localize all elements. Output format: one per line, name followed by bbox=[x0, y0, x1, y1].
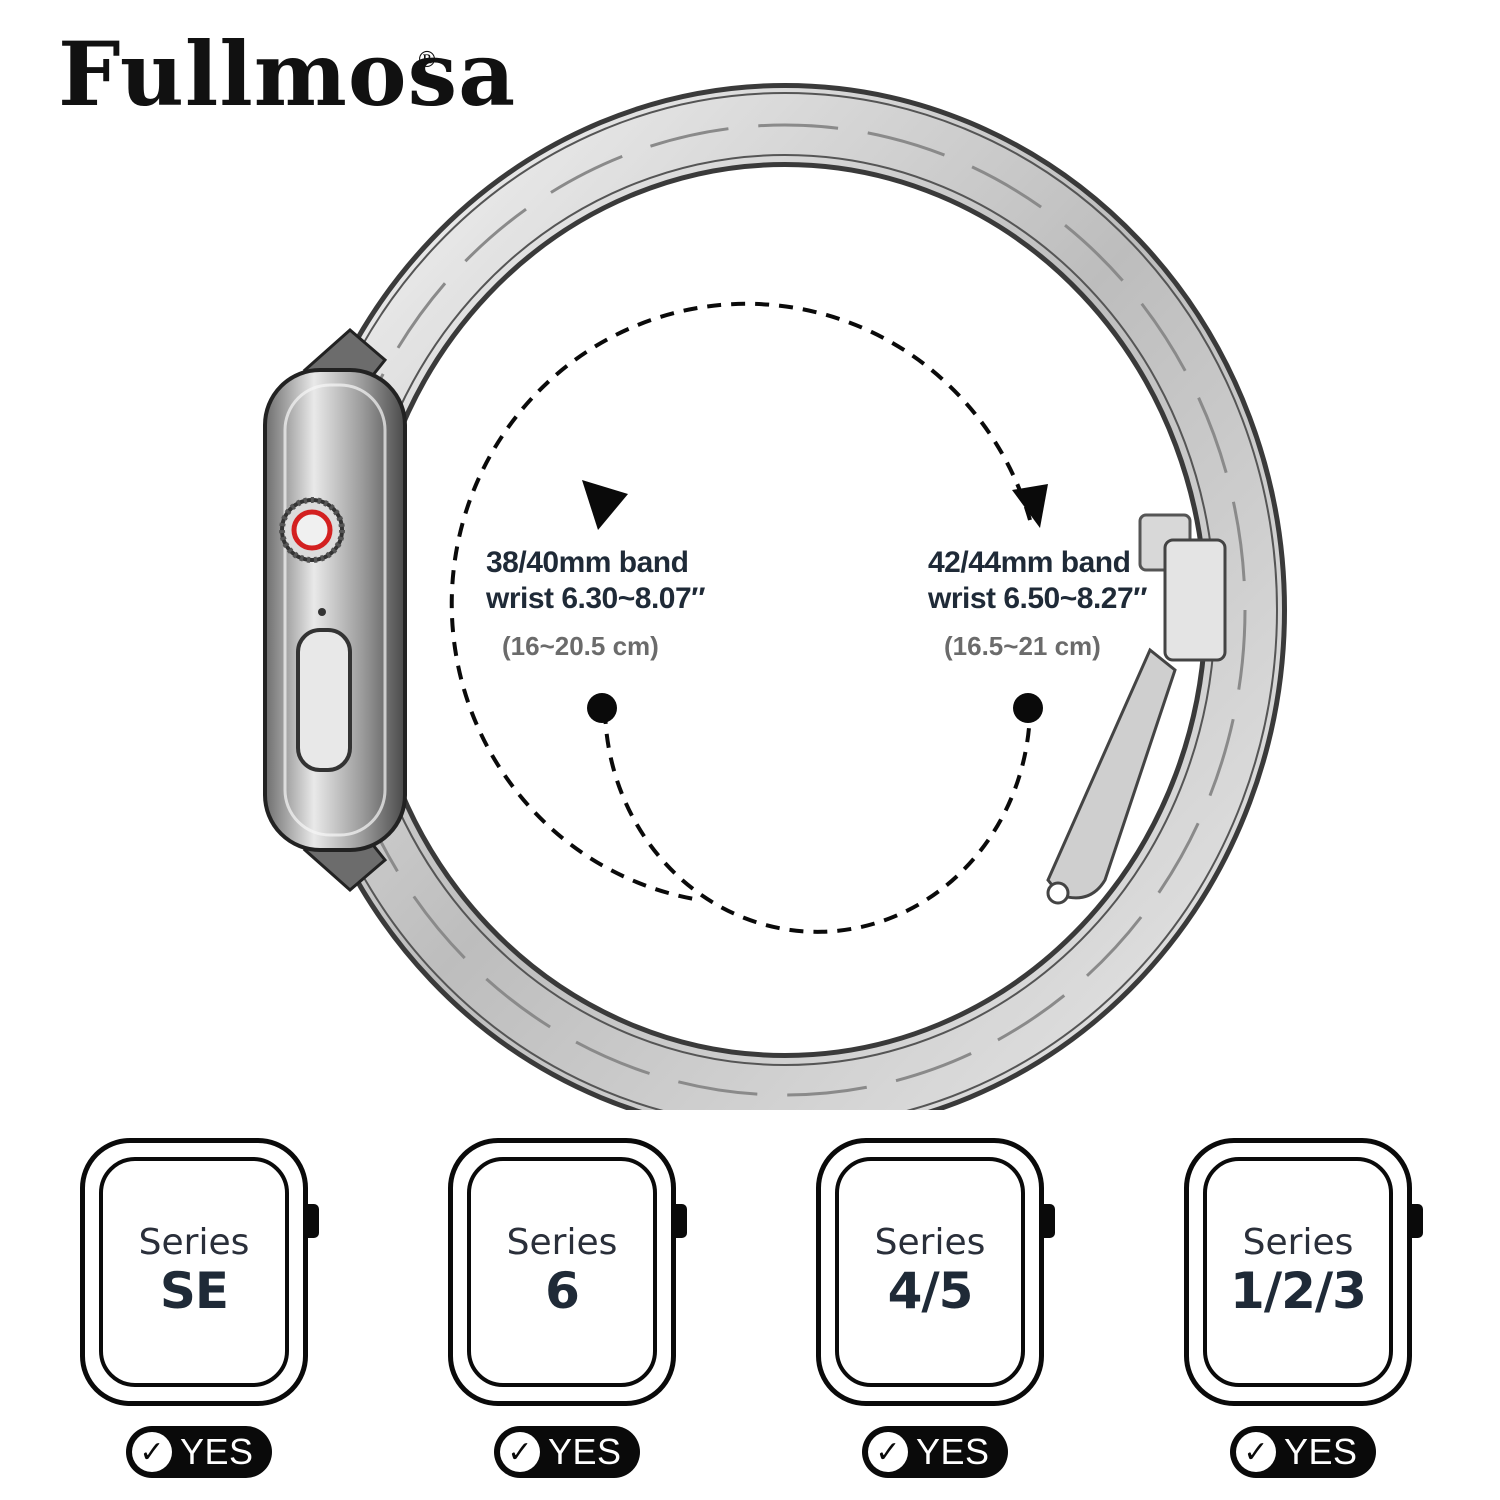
check-icon: ✓ bbox=[132, 1432, 172, 1472]
yes-badge: ✓ YES bbox=[126, 1426, 272, 1478]
status-text: YES bbox=[548, 1431, 622, 1472]
watch-outline-icon: Series 1/2/3 bbox=[1184, 1138, 1412, 1406]
status-text: YES bbox=[180, 1431, 254, 1472]
registered-mark: ® bbox=[416, 48, 438, 73]
series-label: Series bbox=[1242, 1222, 1354, 1264]
size-label-large: 42/44mm band wrist 6.50~8.27″ (16.5~21 c… bbox=[928, 545, 1148, 662]
yes-badge: ✓ YES bbox=[862, 1426, 1008, 1478]
wrist-size: wrist 6.30~8.07″ bbox=[486, 582, 706, 615]
watch-band-illustration bbox=[263, 83, 1287, 1110]
status-text: YES bbox=[916, 1431, 990, 1472]
check-icon: ✓ bbox=[1236, 1432, 1276, 1472]
arrow-heads bbox=[582, 480, 1048, 723]
compat-card-6: Series 6 ✓ YES bbox=[448, 1138, 698, 1493]
yes-badge: ✓ YES bbox=[1230, 1426, 1376, 1478]
series-model: 4/5 bbox=[887, 1262, 974, 1321]
series-label: Series bbox=[874, 1222, 986, 1264]
watch-case bbox=[263, 368, 407, 852]
band-size: 42/44mm band bbox=[928, 546, 1131, 579]
yes-badge: ✓ YES bbox=[494, 1426, 640, 1478]
series-model: SE bbox=[159, 1262, 229, 1321]
crown-icon bbox=[307, 1204, 319, 1238]
wrist-size: wrist 6.50~8.27″ bbox=[928, 582, 1148, 615]
size-arrows bbox=[449, 301, 1033, 934]
check-icon: ✓ bbox=[868, 1432, 908, 1472]
wrist-size-cm: (16.5~21 cm) bbox=[944, 631, 1101, 661]
status-text: YES bbox=[1284, 1431, 1358, 1472]
crown-icon bbox=[675, 1204, 687, 1238]
compat-card-1-2-3: Series 1/2/3 ✓ YES bbox=[1184, 1138, 1434, 1493]
watch-outline-icon: Series SE bbox=[80, 1138, 308, 1406]
series-model: 6 bbox=[545, 1262, 580, 1321]
watch-outline-icon: Series 6 bbox=[448, 1138, 676, 1406]
band-clasp bbox=[1046, 513, 1227, 905]
brand-logo: Fullmosa bbox=[58, 30, 516, 118]
series-label: Series bbox=[138, 1222, 250, 1264]
series-model: 1/2/3 bbox=[1230, 1262, 1367, 1321]
crown-icon bbox=[1411, 1204, 1423, 1238]
digital-crown bbox=[279, 497, 345, 563]
watch-outline-icon: Series 4/5 bbox=[816, 1138, 1044, 1406]
band-size: 38/40mm band bbox=[486, 546, 689, 579]
check-icon: ✓ bbox=[500, 1432, 540, 1472]
wrist-size-cm: (16~20.5 cm) bbox=[502, 631, 659, 661]
brand-name: Fullmosa bbox=[58, 22, 517, 126]
size-label-small: 38/40mm band wrist 6.30~8.07″ (16~20.5 c… bbox=[486, 545, 706, 662]
series-label: Series bbox=[506, 1222, 618, 1264]
compat-card-4-5: Series 4/5 ✓ YES bbox=[816, 1138, 1066, 1493]
crown-icon bbox=[1043, 1204, 1055, 1238]
compat-card-se: Series SE ✓ YES bbox=[80, 1138, 330, 1493]
